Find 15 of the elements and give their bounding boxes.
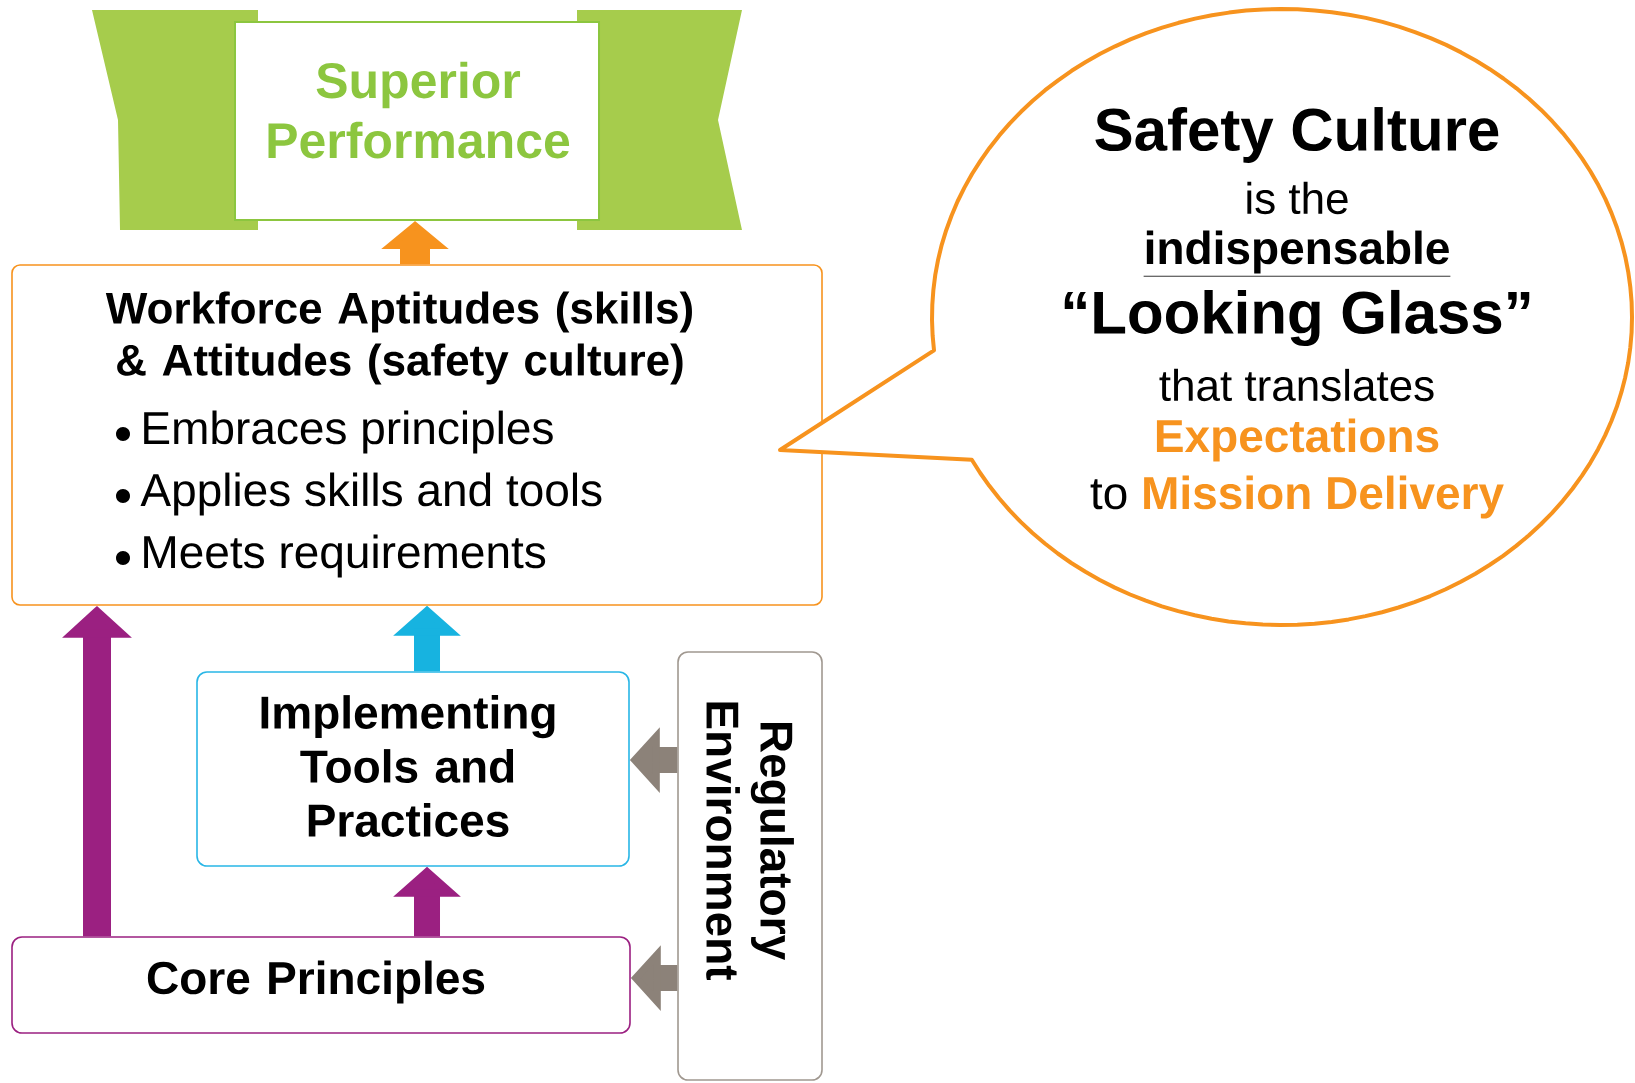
side-box: Regulatory Environment [677, 651, 823, 1081]
process-box: Implementing Tools and Practices [196, 671, 630, 867]
bullet-item: Embraces principles [144, 410, 553, 454]
process-box: Core Principles [11, 936, 631, 1034]
bubble-text: Expectations [1156, 418, 1439, 462]
bubble-text: “Looking Glass” [1064, 289, 1530, 347]
bubble-text: that translates [1159, 368, 1434, 402]
bullet-item: Applies skills and tools [140, 472, 602, 516]
box-heading: Workforce Aptitudes (skills) & Attitudes (safety culture) [105, 291, 692, 385]
bubble-text: is the [1247, 181, 1348, 215]
bubble-text: Safety Culture [1095, 107, 1499, 163]
banner: Superior Performance [92, 10, 742, 230]
bubble-text: to Mission Delivery [1090, 475, 1504, 519]
bubble-text: indispensable [1143, 230, 1451, 277]
bullet-item: Meets requirements [144, 534, 546, 578]
